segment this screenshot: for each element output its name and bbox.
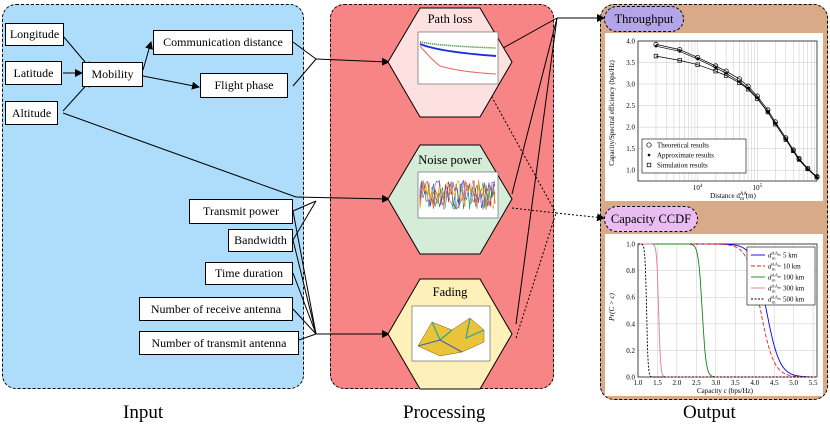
ccdf-xtick: 4.0 (750, 379, 759, 387)
throughput-point-simulation (695, 62, 700, 67)
throughput-xtick: 104 (693, 184, 703, 192)
throughput-point-simulation (814, 174, 820, 180)
flight-phase-box: Flight phase (200, 73, 288, 98)
bandwidth-box: Bandwidth (228, 229, 293, 252)
ccdf-xtick: 3.5 (731, 379, 740, 387)
ccdf-xtick: 5.5 (809, 379, 818, 387)
throughput-point-simulation (805, 166, 810, 172)
noise-trace (419, 179, 496, 210)
altitude-box: Altitude (5, 101, 58, 125)
ccdf-ylabel: Pr(C > c) (608, 293, 616, 322)
ccdf-xlabel: Capacity c (bps/Hz) (697, 387, 754, 395)
output-caption: Output (683, 402, 736, 423)
throughput-point-approximate (806, 168, 810, 171)
ccdf-ytick: 0.0 (626, 374, 635, 382)
throughput-ytick: 3.5 (626, 59, 635, 67)
ccdf-ytick: 1.0 (626, 241, 635, 249)
throughput-series-line (655, 55, 818, 178)
throughput-ytick: 2.5 (626, 102, 635, 110)
fading-label: Fading (433, 285, 468, 299)
ccdf-chart: Pr(C > c) Capacity c (bps/Hz) 1.0 1.5 2.0 2… (605, 234, 823, 396)
ccdf-xtick: 3.0 (711, 379, 720, 387)
throughput-chart: Capacity/Spectral efficiency (bps/Hz) Di… (605, 33, 823, 201)
throughput-ytick: 3.0 (626, 81, 635, 89)
throughput-point-simulation (653, 53, 659, 59)
processing-caption: Processing (403, 402, 486, 423)
throughput-point-simulation (783, 137, 788, 142)
throughput-point-simulation (791, 148, 796, 153)
throughput-xtick: 105 (753, 184, 763, 192)
throughput-point-simulation (737, 80, 742, 85)
latitude-box: Latitude (5, 61, 62, 85)
throughput-legend-entry: Simulation results (657, 162, 708, 170)
ccdf-xtick: 2.0 (673, 379, 682, 387)
throughput-ytick: 1.5 (626, 145, 635, 153)
fading-thumbnail (411, 305, 491, 362)
ccdf-series-line (638, 243, 817, 378)
throughput-ylabel: Capacity/Spectral efficiency (bps/Hz) (608, 60, 616, 166)
throughput-point-approximate (714, 66, 717, 70)
input-caption: Input (123, 402, 164, 423)
throughput-point-simulation (723, 73, 729, 78)
throughput-ytick: 1.0 (626, 167, 635, 175)
throughput-legend-entry: Theoretical results (657, 142, 709, 150)
throughput-point-approximate (678, 50, 682, 53)
throughput-ytick: 2.0 (626, 124, 635, 132)
throughput-point-simulation (713, 69, 718, 74)
transmit-antenna-box: Number of transmit antenna (139, 331, 299, 355)
input-links (62, 14, 605, 343)
throughput-point-simulation (796, 157, 802, 162)
ccdf-series-line (638, 243, 817, 378)
path-loss-thumbnail (417, 31, 499, 85)
ccdf-xtick: 1.0 (634, 379, 643, 387)
capacity-ccdf-pill: Capacity CCDF (604, 206, 698, 232)
throughput-point-simulation (765, 109, 770, 115)
throughput-point-approximate (696, 57, 699, 61)
mobility-box: Mobility (82, 62, 143, 87)
ccdf-ytick: 0.6 (626, 294, 635, 302)
throughput-point-simulation (755, 96, 760, 101)
communication-distance-box: Communication distance (153, 30, 293, 55)
longitude-box: Longitude (5, 23, 64, 46)
throughput-point-simulation (773, 121, 778, 127)
path-loss-label: Path loss (428, 12, 473, 26)
ccdf-xtick: 2.5 (692, 379, 701, 387)
throughput-pill: Throughput (604, 6, 684, 32)
throughput-ytick: 4.0 (626, 38, 635, 46)
ccdf-ytick: 0.8 (626, 267, 635, 275)
throughput-point-simulation (745, 87, 751, 92)
noise-thumbnail (417, 171, 499, 219)
throughput-frame (637, 40, 818, 182)
dotted-links (477, 71, 605, 339)
throughput-point-simulation (677, 58, 682, 63)
ccdf-xtick: 4.5 (770, 379, 779, 387)
throughput-series-line (655, 44, 818, 177)
ccdf-xtick: 1.5 (653, 379, 662, 387)
transmit-power-box: Transmit power (189, 199, 293, 224)
ccdf-ytick: 0.4 (626, 320, 635, 328)
noise-power-label: Noise power (418, 153, 482, 167)
ccdf-ytick: 0.2 (626, 347, 635, 355)
throughput-point-approximate (654, 44, 658, 48)
throughput-point-approximate (724, 72, 728, 75)
noise-trace (419, 181, 496, 210)
time-duration-box: Time duration (205, 262, 293, 285)
throughput-legend-entry: Approximate results (657, 152, 714, 160)
ccdf-xtick: 5.0 (789, 379, 798, 387)
receive-antenna-box: Number of receive antenna (139, 297, 293, 321)
